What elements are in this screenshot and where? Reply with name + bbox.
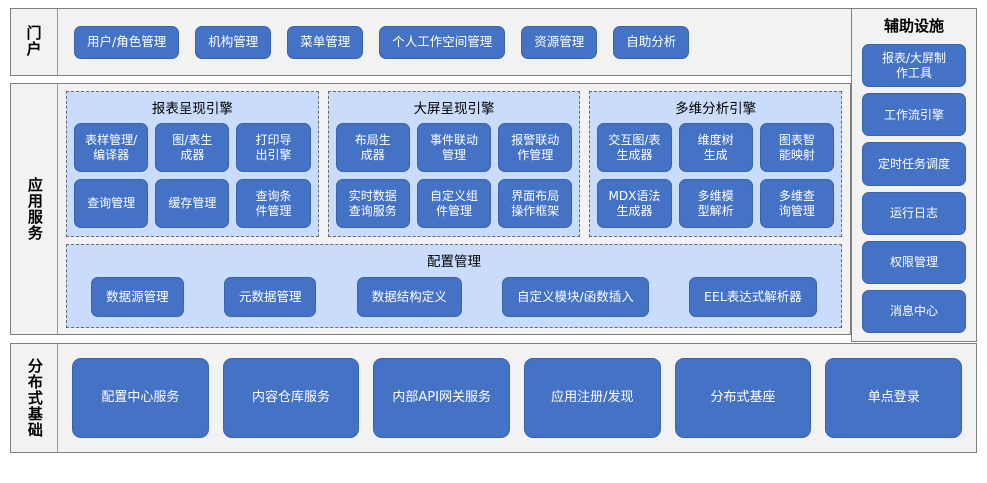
- aux-button-workflow-engine[interactable]: 工作流引擎: [862, 93, 966, 137]
- engine-panels: 报表呈现引擎 表样管理/ 编译器 图/表生 成器 打印导 出引擎 查询管理 缓存…: [66, 91, 843, 237]
- portal-button-workspace[interactable]: 个人工作空间管理: [379, 25, 506, 59]
- panel-report-engine-grid: 表样管理/ 编译器 图/表生 成器 打印导 出引擎 查询管理 缓存管理 查询条 …: [74, 123, 311, 228]
- panel-report-engine-title: 报表呈现引擎: [151, 101, 233, 117]
- portal-button-org[interactable]: 机构管理: [195, 25, 272, 59]
- olap-btn-chart-smart-mapping[interactable]: 图表智 能映射: [759, 123, 835, 172]
- report-btn-template-manager[interactable]: 表样管理/ 编译器: [74, 123, 149, 172]
- portal-label-text: 门户: [26, 24, 43, 58]
- config-btn-eel-parser[interactable]: EEL表达式解析器: [689, 277, 817, 317]
- portal-button-self-analysis[interactable]: 自助分析: [613, 25, 690, 59]
- olap-btn-query-manage[interactable]: 多维查 询管理: [759, 179, 835, 228]
- bigscreen-btn-event-linkage[interactable]: 事件联动 管理: [416, 123, 492, 172]
- panel-report-engine: 报表呈现引擎 表样管理/ 编译器 图/表生 成器 打印导 出引擎 查询管理 缓存…: [66, 91, 319, 237]
- olap-btn-model-parser[interactable]: 多维模 型解析: [678, 179, 753, 228]
- aux-button-runtime-log[interactable]: 运行日志: [862, 191, 966, 235]
- dist-btn-distributed-base[interactable]: 分布式基座: [674, 358, 812, 438]
- config-btn-custom-module[interactable]: 自定义模块/函数插入: [502, 277, 649, 317]
- app-service-frame: 应用服务 报表呈现引擎 表样管理/ 编译器 图/表生 成器 打印导 出引擎 查询…: [10, 83, 851, 335]
- distributed-frame: 分布式基础 配置中心服务 内容仓库服务 内部API网关服务 应用注册/发现 分布…: [10, 343, 977, 453]
- report-btn-query-condition[interactable]: 查询条 件管理: [236, 179, 311, 228]
- portal-label: 门户: [11, 9, 58, 75]
- auxiliary-button-list: 报表/大屏制 作工具 工作流引擎 定时任务调度 运行日志 权限管理 消息中心: [862, 44, 966, 334]
- auxiliary-frame: 辅助设施 报表/大屏制 作工具 工作流引擎 定时任务调度 运行日志 权限管理 消…: [851, 8, 977, 342]
- portal-button-list: 用户/角色管理 机构管理 菜单管理 个人工作空间管理 资源管理 自助分析: [58, 9, 976, 75]
- dist-btn-content-repo[interactable]: 内容仓库服务: [222, 358, 360, 438]
- auxiliary-title: 辅助设施: [883, 17, 944, 35]
- dist-btn-api-gateway[interactable]: 内部API网关服务: [373, 358, 511, 438]
- aux-button-permission[interactable]: 权限管理: [862, 240, 966, 284]
- app-service-label-text: 应用服务: [25, 177, 44, 241]
- config-btn-datasource[interactable]: 数据源管理: [91, 277, 184, 317]
- panel-olap-engine-grid: 交互图/表 生成器 维度树 生成 图表智 能映射 MDX语法 生成器 多维模 型…: [597, 123, 835, 228]
- panel-config-management: 配置管理 数据源管理 元数据管理 数据结构定义 自定义模块/函数插入 EEL表达…: [66, 244, 842, 328]
- portal-button-user-role[interactable]: 用户/角色管理: [74, 25, 180, 59]
- dist-btn-config-center[interactable]: 配置中心服务: [72, 358, 209, 438]
- bigscreen-btn-custom-component[interactable]: 自定义组 件管理: [416, 179, 492, 228]
- distributed-button-list: 配置中心服务 内容仓库服务 内部API网关服务 应用注册/发现 分布式基座 单点…: [58, 344, 976, 452]
- report-btn-print-export[interactable]: 打印导 出引擎: [236, 123, 311, 172]
- bigscreen-btn-layout-generator[interactable]: 布局生 成器: [335, 123, 410, 172]
- olap-btn-interactive-chart[interactable]: 交互图/表 生成器: [597, 123, 672, 172]
- panel-olap-engine-title: 多维分析引擎: [675, 101, 757, 117]
- distributed-label: 分布式基础: [11, 344, 58, 452]
- config-btn-metadata[interactable]: 元数据管理: [223, 277, 317, 317]
- olap-btn-mdx-generator[interactable]: MDX语法 生成器: [597, 179, 672, 228]
- panel-bigscreen-engine-title: 大屏呈现引擎: [413, 101, 495, 117]
- panel-olap-engine: 多维分析引擎 交互图/表 生成器 维度树 生成 图表智 能映射 MDX语法 生成…: [589, 91, 843, 237]
- dist-btn-app-registry[interactable]: 应用注册/发现: [524, 358, 661, 438]
- portal-frame: 门户 用户/角色管理 机构管理 菜单管理 个人工作空间管理 资源管理 自助分析: [10, 8, 977, 76]
- bigscreen-btn-ui-layout-framework[interactable]: 界面布局 操作框架: [498, 179, 573, 228]
- panel-config-management-title: 配置管理: [427, 254, 481, 270]
- config-btn-data-structure[interactable]: 数据结构定义: [356, 277, 462, 317]
- aux-button-scheduled-task[interactable]: 定时任务调度: [862, 142, 966, 186]
- bigscreen-btn-alarm-action[interactable]: 报警联动 作管理: [498, 123, 573, 172]
- panel-bigscreen-engine: 大屏呈现引擎 布局生 成器 事件联动 管理 报警联动 作管理 实时数据 查询服务…: [327, 91, 581, 237]
- app-service-body: 报表呈现引擎 表样管理/ 编译器 图/表生 成器 打印导 出引擎 查询管理 缓存…: [58, 84, 850, 334]
- olap-btn-dimension-tree[interactable]: 维度树 生成: [678, 123, 753, 172]
- portal-button-resource[interactable]: 资源管理: [521, 25, 598, 59]
- distributed-label-text: 分布式基础: [25, 358, 44, 438]
- report-btn-query-manage[interactable]: 查询管理: [74, 179, 149, 228]
- portal-button-menu[interactable]: 菜单管理: [287, 25, 364, 59]
- config-button-list: 数据源管理 元数据管理 数据结构定义 自定义模块/函数插入 EEL表达式解析器: [77, 277, 831, 317]
- dist-btn-sso[interactable]: 单点登录: [825, 358, 963, 438]
- portal-row: 门户 用户/角色管理 机构管理 菜单管理 个人工作空间管理 资源管理 自助分析: [10, 8, 977, 76]
- report-btn-chart-generator[interactable]: 图/表生 成器: [155, 123, 230, 172]
- bigscreen-btn-realtime-query[interactable]: 实时数据 查询服务: [335, 179, 410, 228]
- aux-button-message-center[interactable]: 消息中心: [862, 289, 966, 334]
- panel-bigscreen-engine-grid: 布局生 成器 事件联动 管理 报警联动 作管理 实时数据 查询服务 自定义组 件…: [335, 123, 573, 228]
- aux-button-report-screen-tool[interactable]: 报表/大屏制 作工具: [862, 44, 966, 88]
- app-service-label: 应用服务: [11, 84, 58, 334]
- report-btn-cache-manage[interactable]: 缓存管理: [155, 179, 230, 228]
